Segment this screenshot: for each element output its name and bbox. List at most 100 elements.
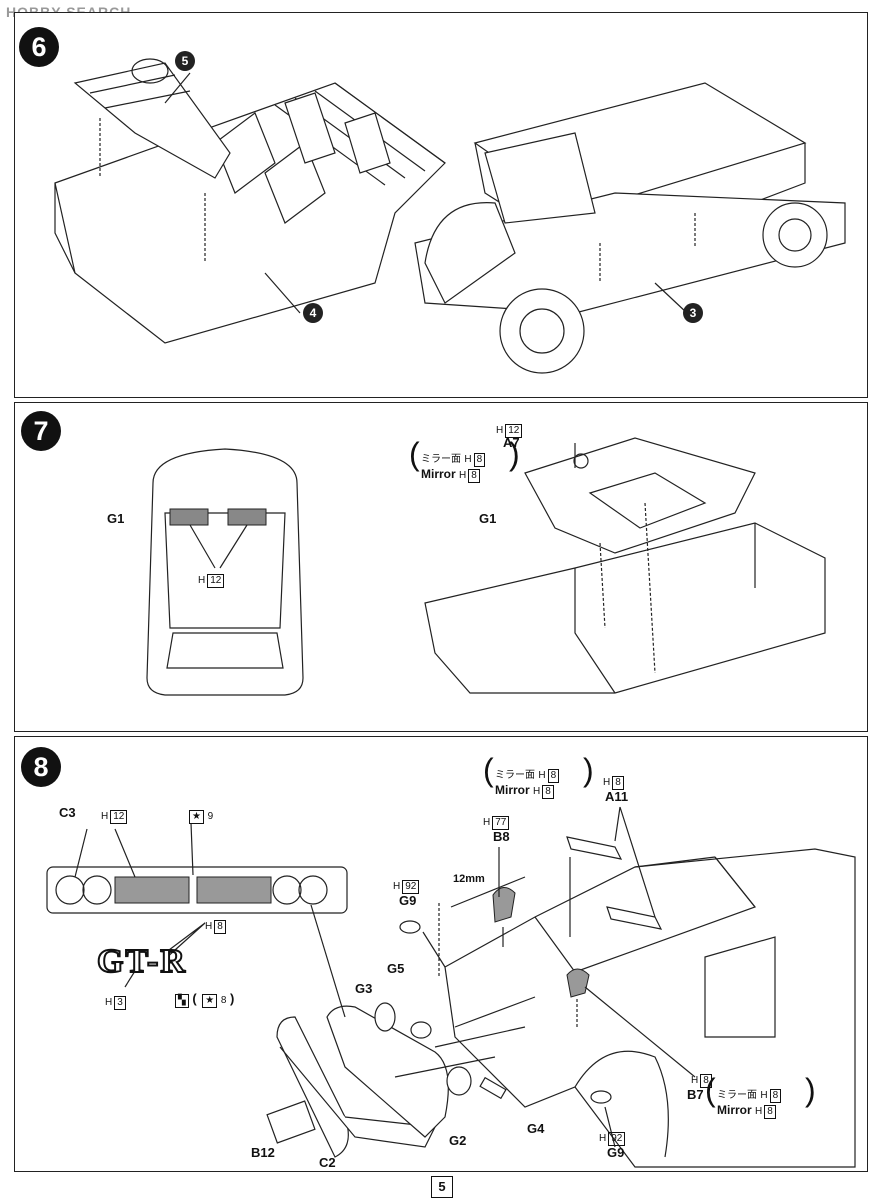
step-number-6: 6 bbox=[19, 27, 59, 67]
step-6-illustration bbox=[54, 58, 846, 374]
part-label-text: G3 bbox=[355, 981, 373, 996]
part-label-text: B7 bbox=[687, 1087, 704, 1102]
part-label-g1-body: G1 bbox=[479, 511, 496, 526]
dimension-12mm: 12mm bbox=[453, 873, 485, 885]
part-callout-5: 5 bbox=[175, 51, 195, 71]
paint-prefix: H bbox=[691, 1075, 699, 1086]
decal-code-8: ▚ ( ★ 8 ) bbox=[173, 991, 234, 1008]
part-label-text: C2 bbox=[319, 1155, 336, 1170]
part-label-g9-bottom: G9 bbox=[607, 1145, 624, 1160]
mirror-jp-label: ミラー面 bbox=[421, 454, 461, 465]
part-callout-4: 4 bbox=[303, 303, 323, 323]
step-number-text: 7 bbox=[33, 416, 49, 446]
paint-code: 8 bbox=[473, 453, 486, 467]
part-label-text: G1 bbox=[479, 511, 497, 526]
part-label-g5: G5 bbox=[387, 961, 404, 976]
mirror-jp-label: ミラー面 bbox=[495, 770, 535, 781]
part-label-text: G9 bbox=[607, 1145, 625, 1160]
part-label-g4: G4 bbox=[527, 1121, 544, 1136]
part-label-g2: G2 bbox=[449, 1133, 466, 1148]
page-number-text: 5 bbox=[438, 1179, 446, 1194]
paint-prefix: H bbox=[101, 811, 109, 822]
paint-code: 8 bbox=[468, 469, 480, 483]
paint-prefix: H bbox=[198, 575, 206, 586]
part-label-a11: A11 bbox=[605, 789, 628, 804]
paint-code: 8 bbox=[542, 785, 554, 799]
part-label-text: G5 bbox=[387, 961, 405, 976]
paint-prefix: H bbox=[496, 425, 504, 436]
decal-number: 8 bbox=[220, 995, 227, 1006]
checker-flag-icon: ▚ bbox=[175, 994, 189, 1008]
step-number-8: 8 bbox=[21, 747, 61, 787]
paint-prefix: H bbox=[393, 881, 401, 892]
part-label-text: G2 bbox=[449, 1133, 467, 1148]
paint-prefix: H bbox=[105, 997, 113, 1008]
paint-prefix: H bbox=[464, 454, 472, 465]
part-label-c3: C3 bbox=[59, 805, 76, 820]
mirror-jp-label: ミラー面 bbox=[717, 1090, 757, 1101]
decal-number: 9 bbox=[207, 811, 214, 822]
paint-code: 3 bbox=[114, 996, 126, 1010]
part-label-c2: C2 bbox=[319, 1155, 336, 1170]
page-number: 5 bbox=[431, 1176, 453, 1198]
part-label-g1-top: G1 bbox=[107, 511, 124, 526]
step-number-7: 7 bbox=[21, 411, 61, 451]
paint-prefix: H bbox=[760, 1090, 768, 1101]
paint-prefix: H bbox=[483, 817, 491, 828]
paint-code: 92 bbox=[608, 1132, 626, 1146]
paint-prefix: H bbox=[755, 1106, 763, 1117]
dimension-text: 12mm bbox=[453, 873, 485, 885]
part-label-b8: B8 bbox=[493, 829, 510, 844]
step-6-panel: 6 5 4 3 bbox=[14, 12, 868, 398]
part-label-text: B12 bbox=[251, 1145, 275, 1160]
part-label-text: G9 bbox=[399, 893, 417, 908]
part-label-b12: B12 bbox=[251, 1145, 275, 1160]
mirror-en-label: Mirror bbox=[495, 783, 530, 797]
paint-code: 92 bbox=[402, 880, 420, 894]
paint-code: 12 bbox=[110, 810, 128, 824]
paint-code: 8 bbox=[214, 920, 226, 934]
paint-code: 12 bbox=[505, 424, 523, 438]
paint-prefix: H bbox=[533, 786, 541, 797]
paint-code: 8 bbox=[769, 1089, 782, 1103]
part-label-text: A11 bbox=[605, 789, 629, 804]
decal-code-9: ★ 9 bbox=[187, 807, 213, 824]
paint-prefix: H bbox=[459, 470, 467, 481]
mirror-en-label: Mirror bbox=[717, 1103, 752, 1117]
paint-prefix: H bbox=[599, 1133, 607, 1144]
paint-code: 8 bbox=[547, 769, 560, 783]
part-label-text: A7 bbox=[503, 435, 520, 450]
paint-prefix: H bbox=[603, 777, 611, 788]
part-label-b7: B7 bbox=[687, 1087, 704, 1102]
step-8-illustration bbox=[46, 806, 856, 1168]
paint-code: 77 bbox=[492, 816, 510, 830]
part-callout-3: 3 bbox=[683, 303, 703, 323]
decal-star-icon: ★ bbox=[202, 994, 218, 1008]
paint-prefix: H bbox=[205, 921, 213, 932]
part-label-text: G1 bbox=[107, 511, 125, 526]
step-number-text: 8 bbox=[33, 752, 49, 782]
part-label-text: B8 bbox=[493, 829, 510, 844]
part-label-text: C3 bbox=[59, 805, 76, 820]
part-label-a7: A7 bbox=[503, 435, 520, 450]
paint-code: 12 bbox=[207, 574, 225, 588]
part-label-g3: G3 bbox=[355, 981, 372, 996]
part-label-text: G4 bbox=[527, 1121, 545, 1136]
step-7-illustration bbox=[146, 437, 826, 696]
paint-code: 8 bbox=[764, 1105, 776, 1119]
decal-star-icon: ★ bbox=[189, 810, 204, 824]
mirror-en-label: Mirror bbox=[421, 467, 456, 481]
